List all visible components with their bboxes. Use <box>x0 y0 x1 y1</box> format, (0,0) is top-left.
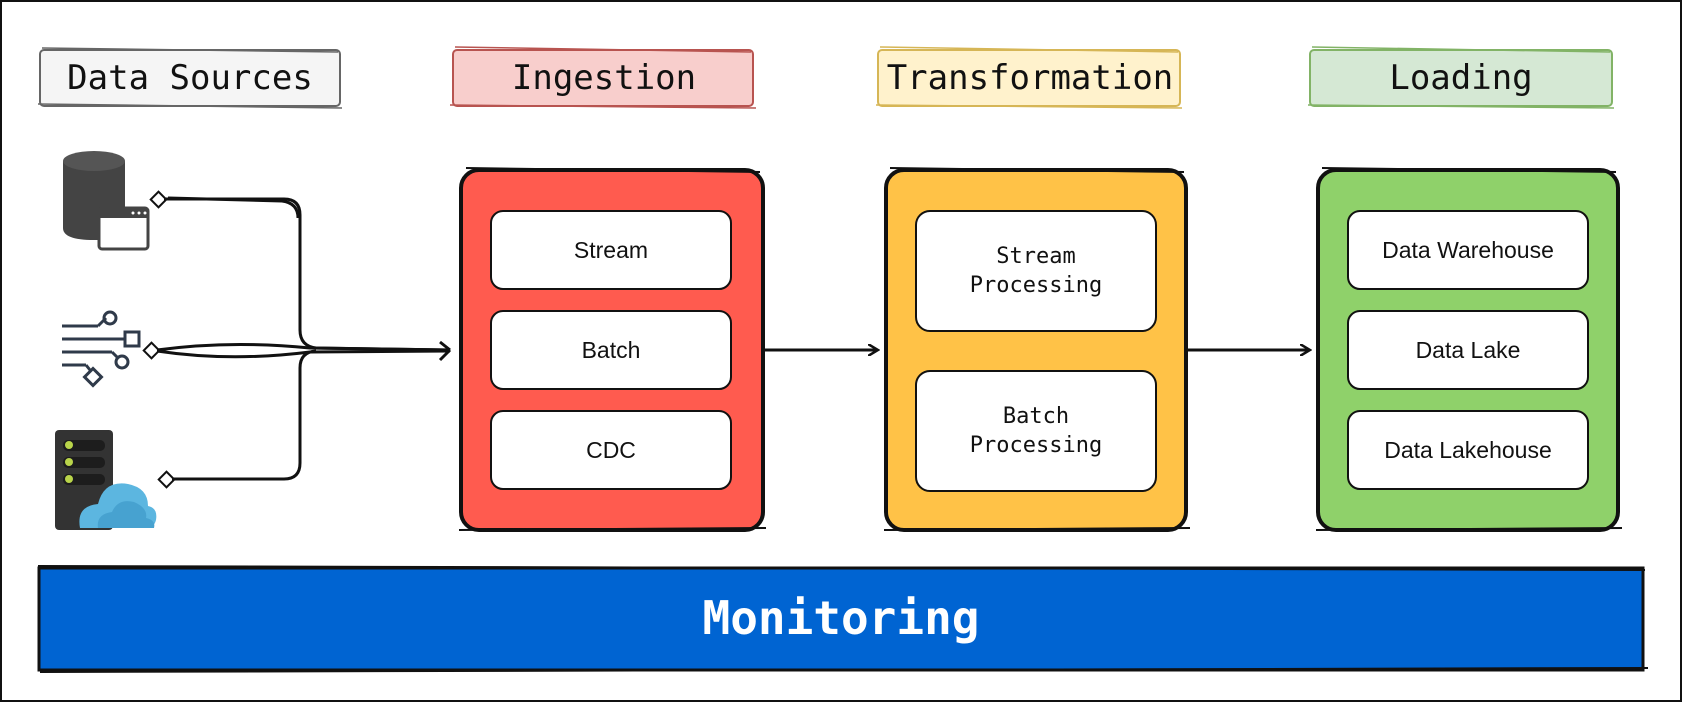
header-ingestion-label: Ingestion <box>512 58 696 98</box>
header-data-sources: Data Sources <box>37 47 343 109</box>
stream-processing-label-line1: Stream <box>996 244 1075 269</box>
ingestion-item-batch-label: Batch <box>582 337 641 363</box>
loading-item-data-lake: Data Lake <box>1347 310 1589 390</box>
ingestion-item-cdc-label: CDC <box>586 437 636 463</box>
loading-item-data-warehouse: Data Warehouse <box>1347 210 1589 290</box>
monitoring-bar: Monitoring <box>37 565 1649 673</box>
ingestion-item-cdc: CDC <box>490 410 732 490</box>
transformation-item-batch-processing: Batch Processing <box>915 370 1157 492</box>
ingestion-item-stream: Stream <box>490 210 732 290</box>
loading-item-data-lake-label: Data Lake <box>1416 337 1521 363</box>
header-ingestion: Ingestion <box>449 46 757 109</box>
loading-item-data-lakehouse: Data Lakehouse <box>1347 410 1589 490</box>
batch-processing-label-line2: Processing <box>970 433 1102 458</box>
loading-container: Data Warehouse Data Lake Data Lakehouse <box>1315 167 1623 532</box>
monitoring-label: Monitoring <box>703 591 980 645</box>
header-transformation: Transformation <box>875 46 1183 109</box>
server-cloud-icon <box>55 430 157 530</box>
header-transformation-label: Transformation <box>887 58 1174 98</box>
transformation-container: Stream Processing Batch Processing <box>883 167 1191 532</box>
database-window-icon <box>63 151 150 251</box>
stream-processing-label-line2: Processing <box>970 273 1102 298</box>
transformation-item-stream-processing: Stream Processing <box>915 210 1157 332</box>
header-data-sources-label: Data Sources <box>67 58 313 98</box>
batch-processing-label-line1: Batch <box>1003 404 1069 429</box>
ingestion-container: Stream Batch CDC <box>458 167 767 532</box>
circuit-stream-icon <box>62 310 141 388</box>
loading-item-data-warehouse-label: Data Warehouse <box>1382 237 1554 263</box>
ingestion-item-batch: Batch <box>490 310 732 390</box>
ingestion-item-stream-label: Stream <box>574 237 648 263</box>
loading-item-data-lakehouse-label: Data Lakehouse <box>1384 437 1552 463</box>
source-connectors <box>142 190 452 489</box>
header-loading: Loading <box>1307 46 1615 109</box>
header-loading-label: Loading <box>1389 58 1532 98</box>
